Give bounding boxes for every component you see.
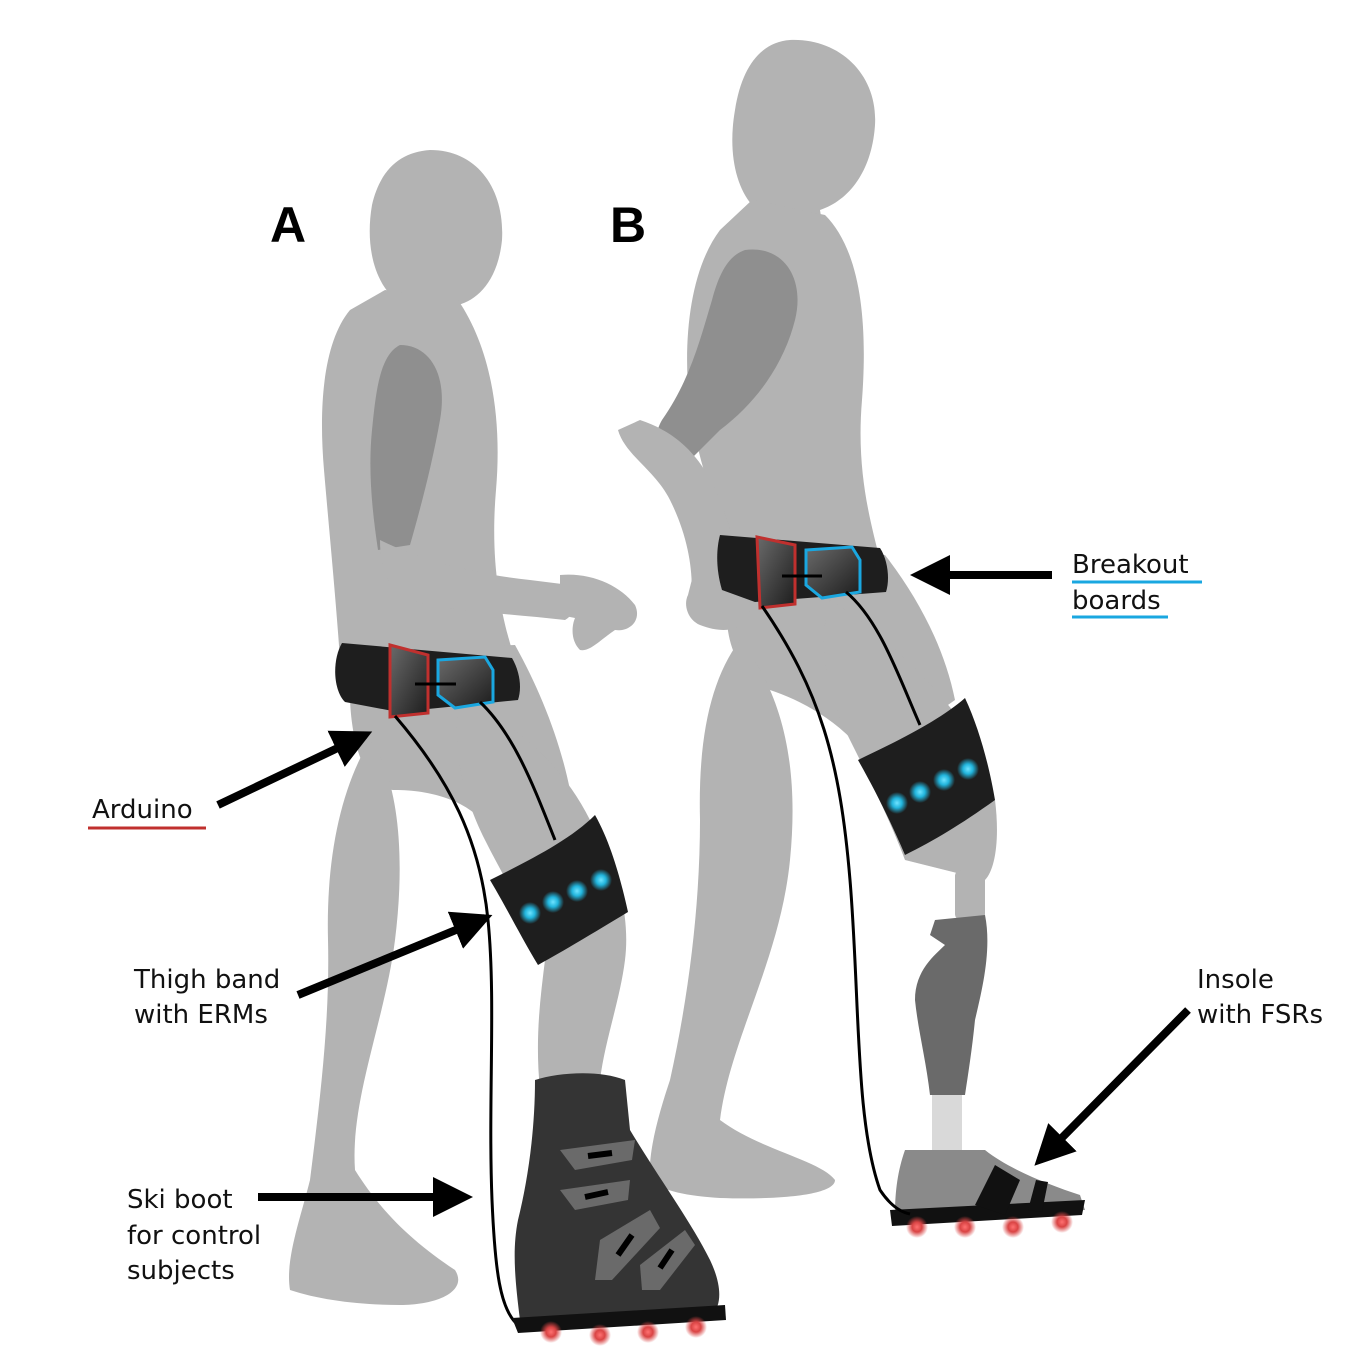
ski-boot-clip-4: [657, 1248, 675, 1270]
figure-a-breakout-board: [436, 655, 495, 710]
figure-a-back-leg: [289, 740, 459, 1305]
figure-b-cable-to-band: [845, 590, 922, 726]
figure-a-erm-dot-3: [566, 880, 588, 902]
ski-boot-label-line-2: for control: [127, 1221, 261, 1251]
arduino-arrow: [216, 730, 373, 809]
figure-a-arduino-board: [388, 643, 430, 719]
figure-b-prosthesis-ankle: [932, 1095, 962, 1155]
thigh-band-arrow: [296, 911, 493, 999]
figure-b-erm-dot-3: [933, 769, 955, 791]
ski-boot-sole: [512, 1305, 726, 1333]
figure-b-thigh-band-body: [858, 698, 995, 855]
figure-b-thigh-band: [858, 698, 995, 855]
figure-b-head: [732, 39, 876, 250]
figure-b-prosthesis-knee: [955, 870, 985, 920]
figure-a-head: [369, 150, 503, 330]
figure-a-upper-arm: [370, 345, 442, 550]
breakout-label-line-2: boards: [1072, 586, 1161, 616]
ski-boot-label-line-3: subjects: [127, 1256, 235, 1286]
insole-label-line-2: with FSRs: [1197, 1000, 1323, 1030]
thigh-band-label-line-1: Thigh band: [133, 965, 280, 995]
figure-a-waist-belt: [335, 643, 520, 719]
figure-a-hand: [560, 574, 638, 651]
figure-a-thigh-band: [490, 815, 628, 965]
figure-b-waist-belt: [717, 535, 888, 610]
figure-b-erm-dot-1: [886, 792, 908, 814]
ski-boot: [512, 1073, 726, 1333]
ski-boot-label-line-1: Ski boot: [127, 1185, 233, 1215]
figure-b-erm-dot-2: [909, 781, 931, 803]
figure-a-erm-dot-4: [590, 869, 612, 891]
figure-b-breakout-board: [804, 545, 862, 600]
figure-a-fsr-dot-1: [540, 1321, 562, 1343]
figure-a-forearm: [380, 540, 575, 620]
figure-a-fsr-dot-4: [685, 1316, 707, 1338]
panel-label-a: A: [270, 197, 306, 253]
figure-b-prosthesis-socket: [915, 915, 988, 1095]
figure-a-fsr-dot-2: [589, 1324, 611, 1346]
figure-b-fsr-dot-2: [954, 1216, 976, 1238]
figure-b-upper-arm: [656, 249, 798, 470]
figure-a-fsr-dots: [540, 1316, 707, 1346]
panel-label-b: B: [610, 197, 646, 253]
figure-b: [618, 39, 1085, 1226]
thigh-band-label-line-2: with ERMs: [134, 1000, 268, 1030]
figure-b-cable-to-insole: [760, 605, 911, 1216]
figure-a-fsr-dot-3: [637, 1321, 659, 1343]
ski-boot-clip-1: [587, 1150, 613, 1159]
callout-arrows: [216, 555, 1191, 1217]
figure-a-erm-dot-2: [542, 891, 564, 913]
figure-b-back-leg: [649, 640, 835, 1199]
arduino-label: Arduino: [92, 795, 193, 825]
figure-b-arduino-board: [755, 535, 797, 610]
figure-b-sandal-strap: [975, 1165, 1020, 1215]
figure-b-fsr-dot-3: [1002, 1216, 1024, 1238]
ski-boot-clip-3: [615, 1233, 635, 1257]
ski-boot-clip-2: [584, 1189, 609, 1200]
figure-b-erm-dot-4: [957, 758, 979, 780]
figure-b-fsr-dot-1: [906, 1216, 928, 1238]
figure-a-cable-to-band: [478, 700, 557, 841]
figure-b-fsr-dots: [906, 1211, 1073, 1238]
insole-arrow: [1034, 1007, 1191, 1166]
insole-label-line-1: Insole: [1197, 965, 1274, 995]
figure-a-erm-dot-1: [519, 902, 541, 924]
figure-a-cable-to-insole: [393, 715, 520, 1327]
figure-b-fsr-dot-4: [1051, 1211, 1073, 1233]
figure-b-sandal-strap-2: [1028, 1180, 1048, 1212]
breakout-label-line-1: Breakout: [1072, 550, 1189, 580]
figure-a-thigh-band-body: [490, 815, 628, 965]
